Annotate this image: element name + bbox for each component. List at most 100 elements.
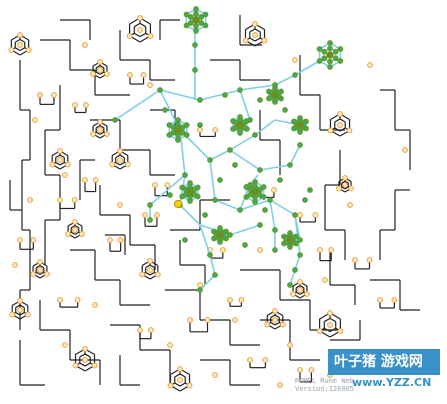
rune-node[interactable] bbox=[97, 59, 103, 65]
rune-node[interactable] bbox=[277, 382, 283, 388]
active-rune-node[interactable] bbox=[251, 188, 259, 196]
rune-node[interactable] bbox=[90, 71, 96, 77]
active-rune-node[interactable] bbox=[187, 14, 194, 20]
active-rune-node[interactable] bbox=[193, 11, 199, 17]
rune-node[interactable] bbox=[272, 317, 278, 323]
rune-node[interactable] bbox=[24, 311, 31, 318]
active-rune-node[interactable] bbox=[202, 11, 209, 18]
rune-node[interactable] bbox=[167, 342, 173, 348]
active-rune-node[interactable] bbox=[216, 231, 224, 239]
active-rune-node[interactable] bbox=[271, 91, 279, 99]
rune-node[interactable] bbox=[17, 307, 23, 313]
active-rune-node[interactable] bbox=[183, 11, 190, 18]
rune-node[interactable] bbox=[367, 62, 373, 68]
rune-node[interactable] bbox=[91, 362, 98, 369]
rune-node[interactable] bbox=[197, 127, 203, 133]
active-rune-node[interactable] bbox=[202, 212, 208, 218]
rune-node[interactable] bbox=[117, 237, 124, 243]
rune-node[interactable] bbox=[336, 185, 342, 192]
active-rune-node[interactable] bbox=[327, 58, 333, 65]
rune-node[interactable] bbox=[152, 182, 158, 188]
rune-node[interactable] bbox=[37, 92, 43, 98]
active-rune-node[interactable] bbox=[292, 72, 298, 78]
active-rune-node[interactable] bbox=[198, 14, 205, 20]
active-rune-node[interactable] bbox=[287, 282, 293, 288]
active-rune-node[interactable] bbox=[272, 227, 278, 233]
rune-node[interactable] bbox=[147, 33, 154, 39]
rune-node[interactable] bbox=[30, 237, 37, 243]
active-rune-node[interactable] bbox=[297, 252, 303, 258]
rune-node[interactable] bbox=[327, 322, 333, 328]
rune-node[interactable] bbox=[346, 127, 353, 134]
rune-node[interactable] bbox=[37, 259, 43, 265]
rune-node[interactable] bbox=[154, 271, 161, 278]
rune-node[interactable] bbox=[71, 197, 78, 203]
active-rune-node[interactable] bbox=[192, 67, 198, 73]
active-rune-node[interactable] bbox=[202, 22, 209, 29]
active-rune-node[interactable] bbox=[174, 126, 182, 134]
rune-node[interactable] bbox=[30, 271, 36, 277]
active-rune-node[interactable] bbox=[326, 51, 334, 59]
rune-node[interactable] bbox=[348, 185, 354, 192]
rune-node[interactable] bbox=[126, 33, 133, 39]
rune-node[interactable] bbox=[279, 321, 286, 328]
rune-node[interactable] bbox=[117, 148, 123, 154]
active-rune-node[interactable] bbox=[227, 232, 233, 238]
active-rune-node[interactable] bbox=[222, 92, 228, 98]
active-rune-node[interactable] bbox=[282, 107, 288, 113]
rune-node[interactable] bbox=[8, 47, 15, 53]
active-rune-node[interactable] bbox=[147, 202, 153, 208]
rune-node[interactable] bbox=[262, 357, 269, 363]
active-rune-node[interactable] bbox=[192, 42, 198, 48]
active-rune-node[interactable] bbox=[217, 177, 223, 183]
rune-node[interactable] bbox=[227, 297, 233, 303]
active-rune-node[interactable] bbox=[242, 242, 248, 248]
rune-node[interactable] bbox=[147, 267, 153, 273]
rune-node[interactable] bbox=[107, 237, 113, 243]
rune-node[interactable] bbox=[74, 297, 81, 303]
rune-node[interactable] bbox=[79, 231, 85, 237]
rune-node[interactable] bbox=[49, 161, 56, 168]
rune-node[interactable] bbox=[82, 42, 88, 48]
active-rune-node[interactable] bbox=[316, 46, 323, 52]
rune-node[interactable] bbox=[82, 177, 88, 183]
active-rune-node[interactable] bbox=[198, 20, 205, 26]
rune-node[interactable] bbox=[391, 297, 398, 303]
rune-node[interactable] bbox=[104, 71, 110, 77]
active-rune-node[interactable] bbox=[207, 252, 213, 258]
active-rune-node[interactable] bbox=[227, 147, 233, 153]
rune-node[interactable] bbox=[124, 161, 131, 168]
active-rune-node[interactable] bbox=[257, 97, 263, 103]
active-rune-node[interactable] bbox=[182, 237, 188, 243]
active-rune-node[interactable] bbox=[297, 142, 303, 148]
rune-node[interactable] bbox=[72, 219, 78, 225]
active-rune-node[interactable] bbox=[247, 117, 253, 123]
rune-node[interactable] bbox=[64, 161, 71, 168]
rune-node[interactable] bbox=[82, 357, 88, 363]
rune-node[interactable] bbox=[238, 297, 245, 303]
rune-node[interactable] bbox=[109, 161, 116, 168]
rune-node[interactable] bbox=[197, 282, 203, 288]
active-rune-node[interactable] bbox=[332, 55, 339, 62]
rune-node[interactable] bbox=[186, 382, 193, 389]
rune-node[interactable] bbox=[252, 21, 258, 27]
rune-node[interactable] bbox=[352, 257, 358, 263]
rune-node[interactable] bbox=[142, 212, 148, 218]
active-rune-node[interactable] bbox=[175, 121, 181, 128]
rune-node[interactable] bbox=[317, 247, 323, 253]
rune-node[interactable] bbox=[72, 362, 79, 369]
active-rune-node[interactable] bbox=[236, 121, 244, 129]
rune-node[interactable] bbox=[27, 197, 33, 203]
active-rune-node[interactable] bbox=[212, 197, 218, 203]
rune-node[interactable] bbox=[257, 247, 263, 253]
active-rune-node[interactable] bbox=[157, 87, 163, 93]
rune-node[interactable] bbox=[337, 122, 343, 128]
active-rune-node[interactable] bbox=[316, 58, 323, 64]
active-rune-node[interactable] bbox=[112, 117, 118, 123]
active-rune-node[interactable] bbox=[302, 197, 308, 203]
active-rune-node[interactable] bbox=[186, 188, 194, 196]
active-rune-node[interactable] bbox=[197, 97, 203, 103]
rune-node[interactable] bbox=[247, 357, 253, 363]
rune-node[interactable] bbox=[342, 175, 348, 181]
rune-node[interactable] bbox=[154, 212, 160, 218]
